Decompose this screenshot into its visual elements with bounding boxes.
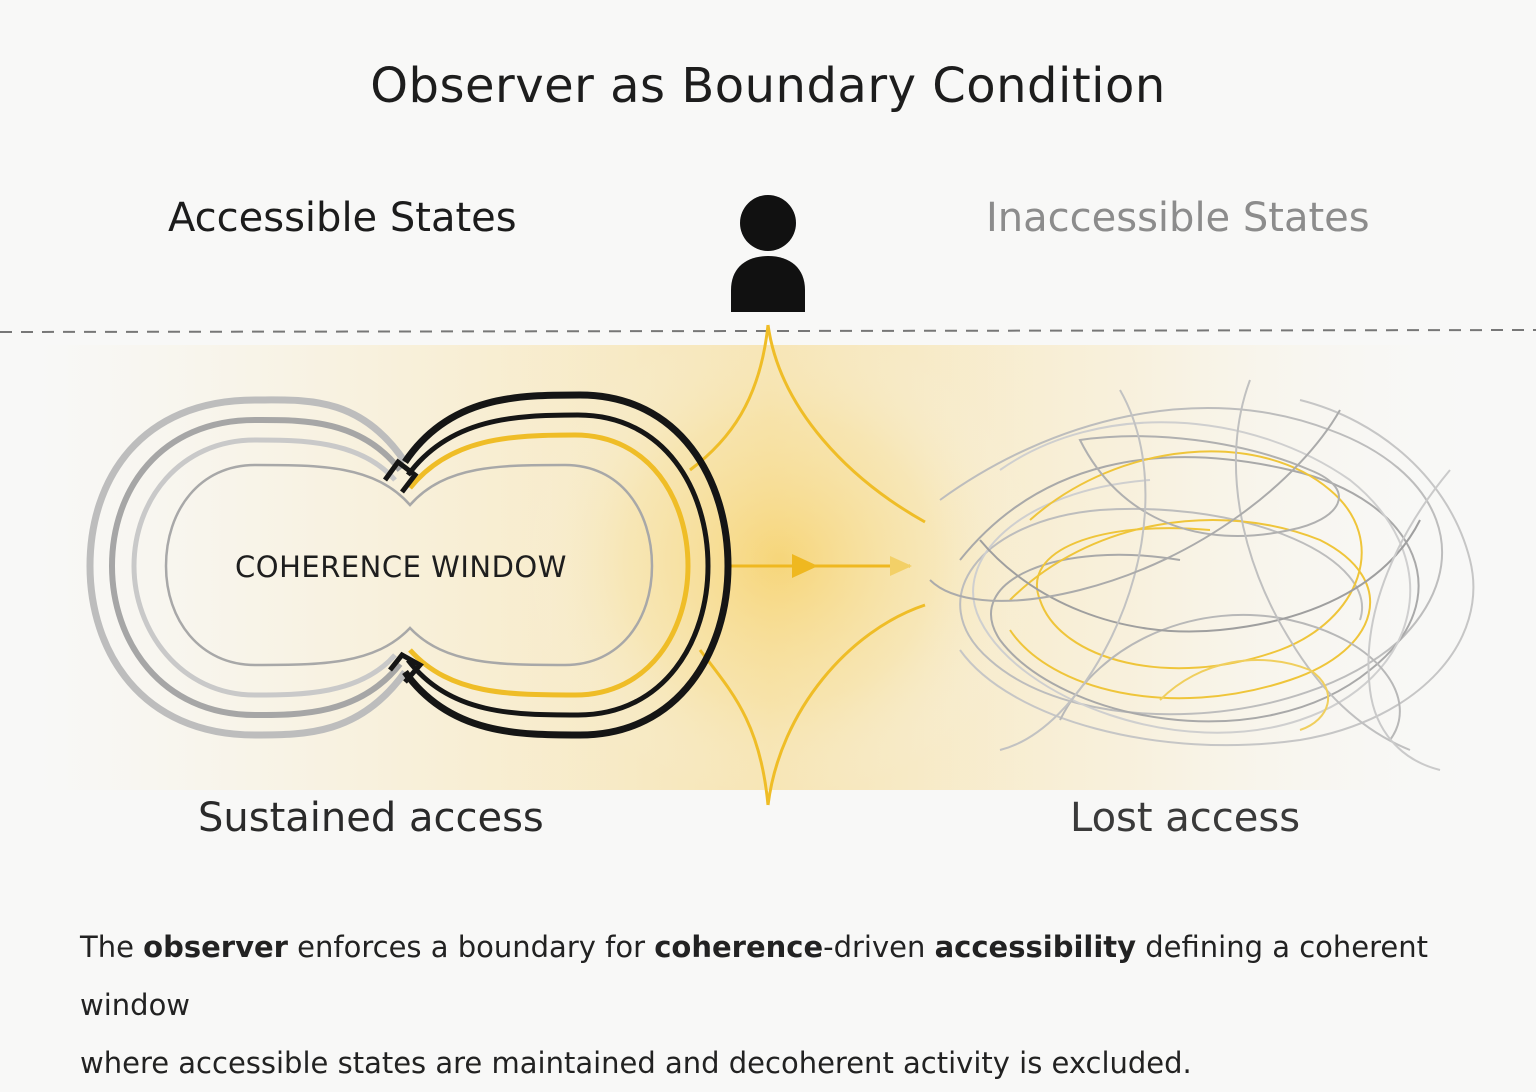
caption-text: The <box>80 930 144 964</box>
caption-bold: observer <box>143 930 288 964</box>
boundary-line <box>0 329 1536 333</box>
accessible-states-label: Accessible States <box>168 195 517 241</box>
observer-person-icon <box>731 195 805 312</box>
sustained-access-label: Sustained access <box>198 795 544 841</box>
lost-access-label: Lost access <box>1070 795 1301 841</box>
caption-text: enforces a boundary for <box>287 930 655 964</box>
arrow-right-icon <box>728 554 912 578</box>
caption: The observer enforces a boundary for coh… <box>80 918 1520 1092</box>
caption-bold: accessibility <box>934 930 1137 964</box>
caption-text: -driven <box>823 930 935 964</box>
observer-glow <box>520 320 1040 800</box>
coherence-window-loops <box>86 391 732 739</box>
caption-line-2: where accessible states are maintained a… <box>80 1046 1192 1080</box>
caption-bold: coherence <box>654 930 824 964</box>
observer-projection <box>689 324 926 806</box>
boundary-diagram <box>0 195 1536 806</box>
caption-text: defining a coherent window <box>80 930 1429 1022</box>
coherence-window-label: COHERENCE WINDOW <box>235 550 567 584</box>
caption-line-1: The observer enforces a boundary for coh… <box>80 918 1520 1034</box>
diagram-title: Observer as Boundary Condition <box>370 58 1166 114</box>
inaccessible-states-label: Inaccessible States <box>986 195 1370 241</box>
decoherent-tangle <box>929 379 1475 771</box>
